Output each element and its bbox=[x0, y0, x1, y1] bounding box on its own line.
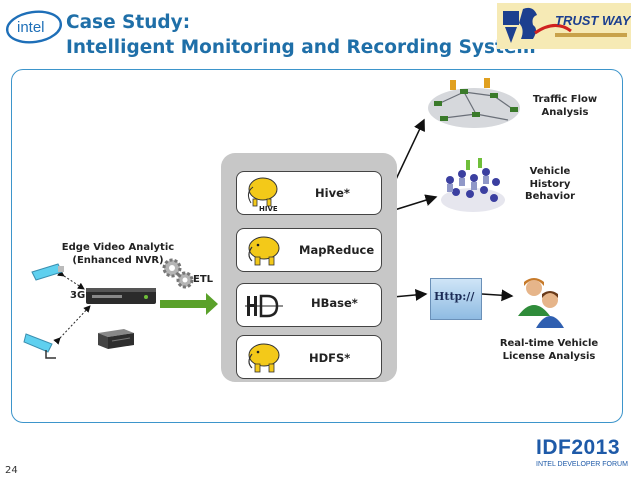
arrow-to-users bbox=[481, 289, 514, 302]
intel-logo: intel bbox=[4, 8, 64, 46]
hdfs-box: HDFS* bbox=[236, 335, 382, 379]
svg-text:intel: intel bbox=[17, 19, 45, 36]
svg-text:TRUST WAY: TRUST WAY bbox=[555, 13, 631, 28]
http-sign-icon: Http:// bbox=[430, 278, 482, 320]
title-line-1: Case Study: bbox=[66, 12, 191, 33]
hive-label: Hive* bbox=[315, 186, 350, 200]
hive-elephant-icon: HIVE bbox=[247, 177, 278, 213]
idf2013-logo: IDF2013 INTEL DEVELOPER FORUM bbox=[536, 436, 628, 468]
title-line-2: Intelligent Monitoring and Recording Sys… bbox=[66, 37, 536, 58]
hadoop-elephant-icon bbox=[248, 236, 280, 266]
trustway-logo: TRUST WAY bbox=[497, 3, 632, 49]
vehicle-history-label: Vehicle History Behavior bbox=[524, 166, 576, 202]
camera-bottom-icon bbox=[23, 333, 56, 359]
hbase-label: HBase* bbox=[311, 296, 358, 310]
etl-arrow bbox=[160, 293, 218, 315]
hbase-icon bbox=[245, 294, 283, 318]
users-icon bbox=[518, 278, 564, 328]
camera-top-icon bbox=[31, 263, 64, 281]
gears-icon bbox=[162, 258, 194, 289]
hbase-box: HBase* bbox=[236, 283, 382, 327]
etl-label: ETL bbox=[193, 274, 214, 285]
link-camera-bottom bbox=[53, 305, 91, 345]
page-number: 24 bbox=[5, 465, 18, 476]
mapreduce-box: MapReduce bbox=[236, 228, 382, 272]
mapreduce-label: MapReduce bbox=[299, 243, 375, 257]
edge-video-analytic-label: Edge Video Analytic (Enhanced NVR) bbox=[61, 242, 175, 266]
traffic-network-icon bbox=[428, 78, 520, 128]
3g-label: 3G bbox=[70, 290, 86, 301]
nvr-device-icon bbox=[86, 288, 156, 304]
traffic-flow-label: Traffic Flow Analysis bbox=[532, 94, 598, 118]
svg-text:HIVE: HIVE bbox=[259, 205, 278, 213]
page-title: Case Study: Intelligent Monitoring and R… bbox=[66, 10, 536, 60]
realtime-license-label: Real-time Vehicle License Analysis bbox=[499, 338, 599, 362]
diagram-frame bbox=[11, 69, 623, 423]
hive-box: HIVE Hive* bbox=[236, 171, 382, 215]
hdfs-elephant-icon bbox=[248, 343, 280, 373]
vehicle-history-icon bbox=[441, 158, 505, 212]
hdfs-label: HDFS* bbox=[309, 351, 351, 365]
server-icon bbox=[98, 329, 134, 349]
